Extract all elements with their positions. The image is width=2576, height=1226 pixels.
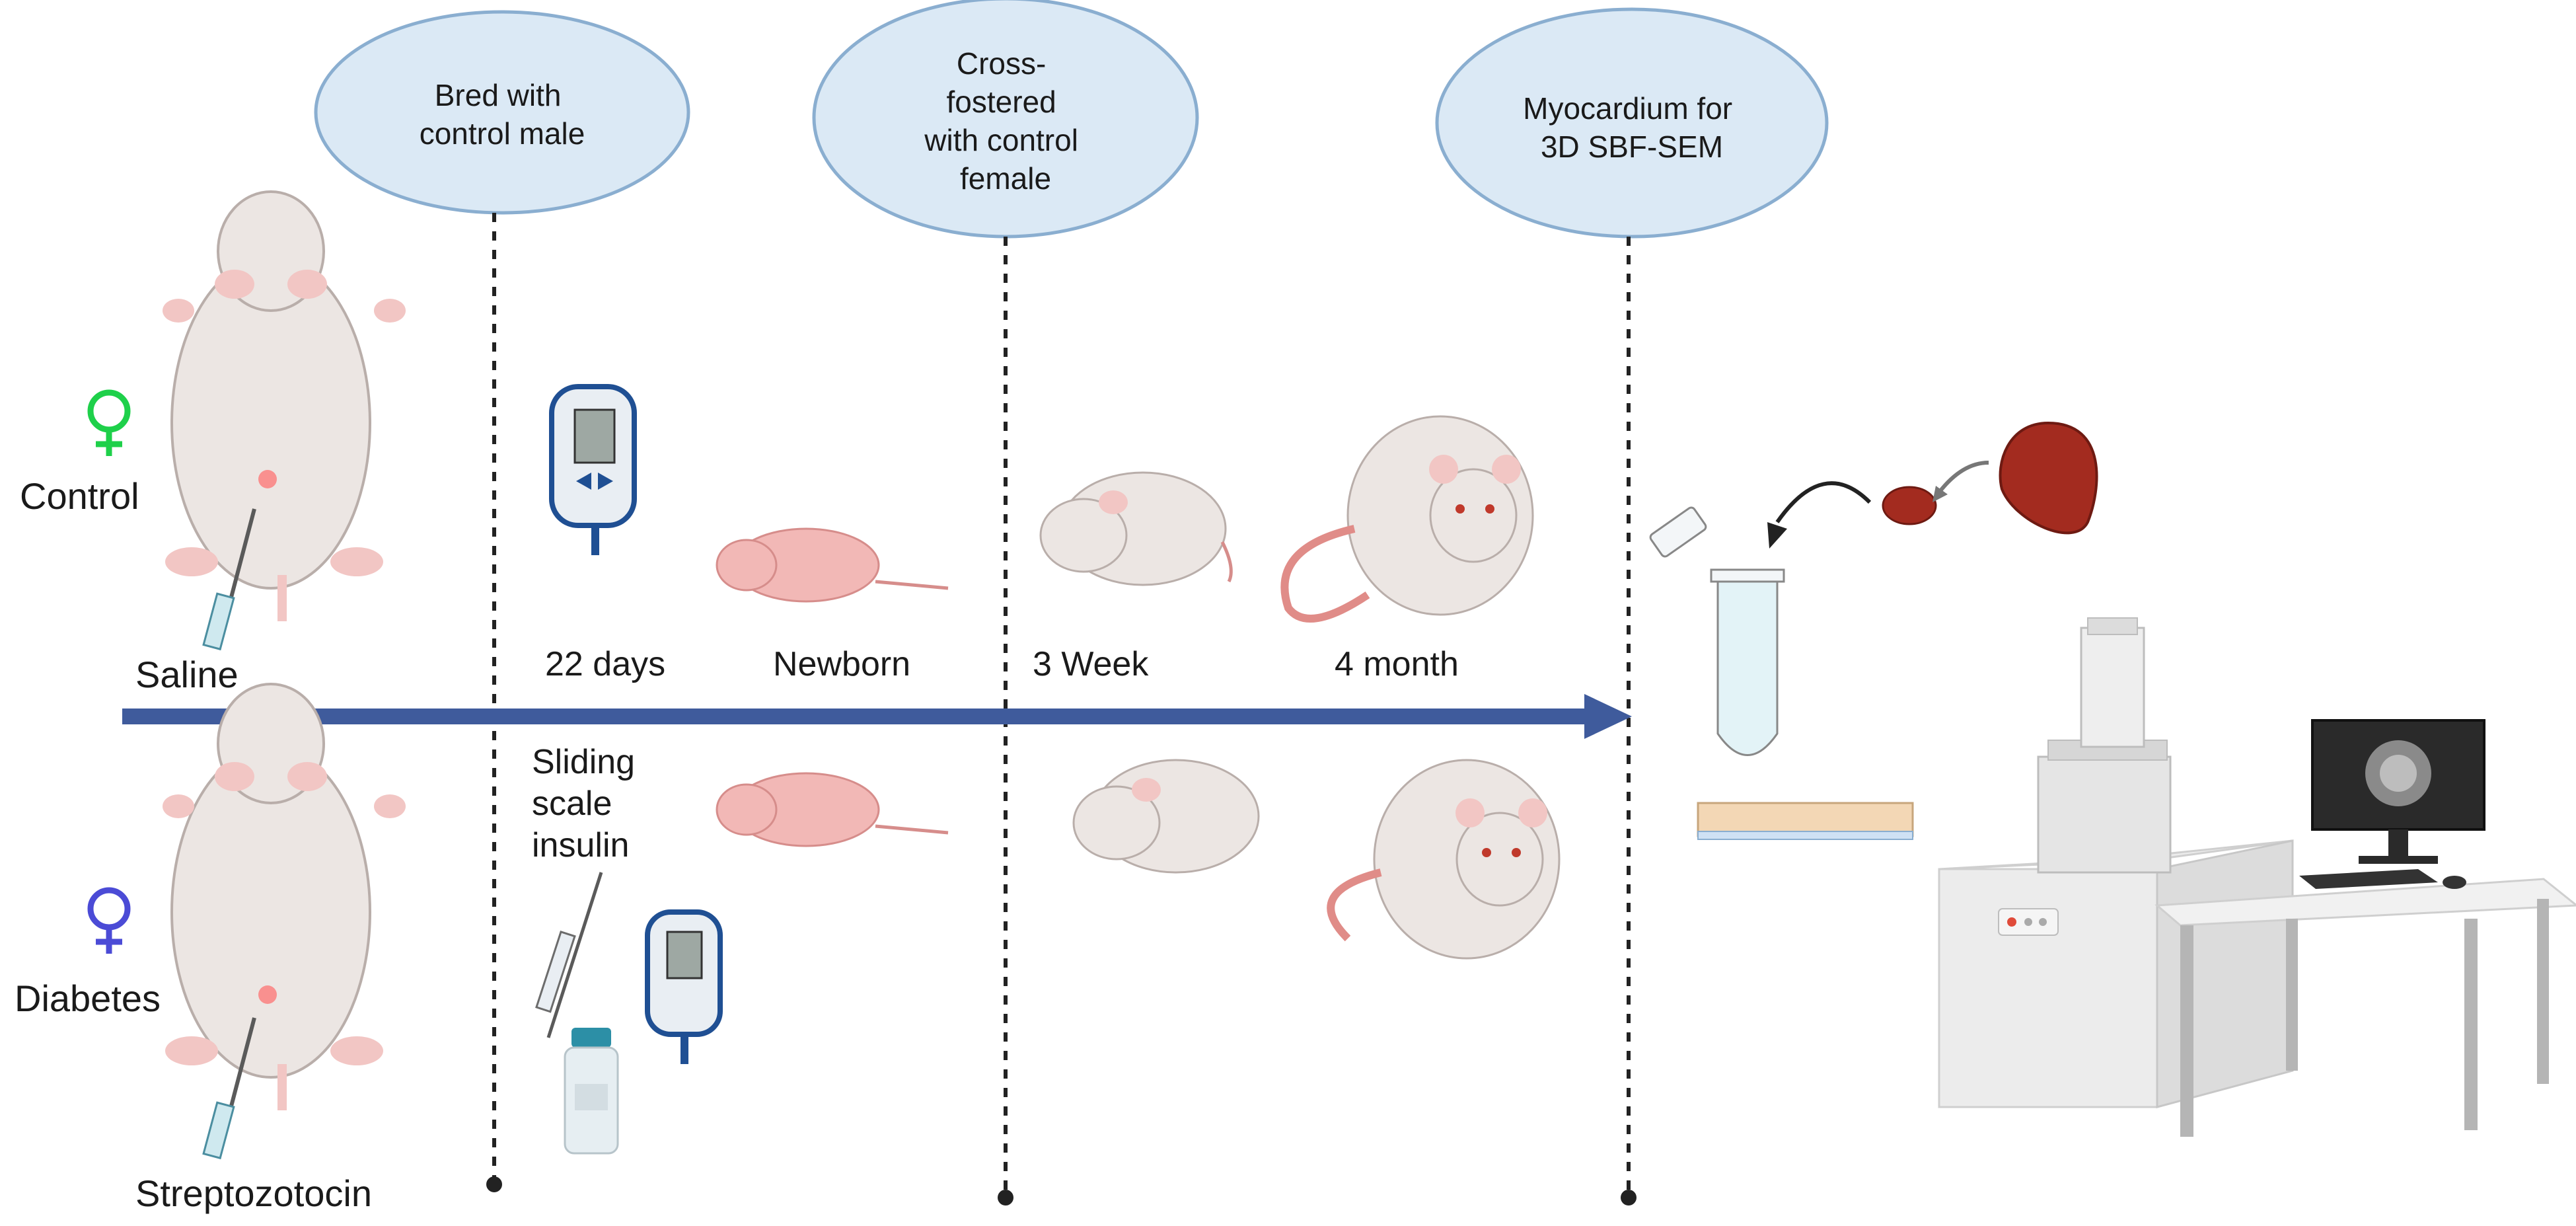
timeline-label-4-month: 4 month <box>1335 645 1459 683</box>
monitor-icon <box>2311 719 2485 864</box>
insulin-line-1: Sliding <box>532 743 635 781</box>
bubble-myocardium: Myocardium for 3D SBF-SEM <box>1435 7 1829 239</box>
arrow-heart-to-tissue <box>1937 461 1989 494</box>
group-label-diabetes: Diabetes <box>15 977 161 1019</box>
juvenile-rat-diabetes-icon <box>1072 759 1260 874</box>
bubble-cross-fostering: Cross- fostered with control female <box>812 0 1199 239</box>
tissue-sample-icon <box>1882 486 1937 525</box>
female-symbol-diabetes <box>87 887 131 954</box>
arrow-tissue-to-tube <box>1775 481 1872 523</box>
adult-rat-control-icon <box>163 190 406 651</box>
injection-label-saline: Saline <box>135 654 239 695</box>
svg-text:Myocardium for 3D SBF-SE: Myocardium for 3D SBF-SEM <box>1523 91 1741 164</box>
adult-rat-diabetes-icon <box>163 683 406 1160</box>
timeline-label-newborn: Newborn <box>773 645 910 683</box>
bubble-breeding-line-1: Bred with <box>435 78 562 112</box>
timepoint-line-myocardium <box>1621 237 1637 1206</box>
svg-text:Cross- fostered wi: Cross- fostered with control female <box>924 46 1086 196</box>
bubble-cross-line-3: with control <box>924 123 1078 157</box>
bubble-breeding-line-2: control male <box>420 116 585 151</box>
newborn-pup-diabetes-icon <box>716 772 949 847</box>
adult-rat-4month-control-icon <box>1280 415 1534 623</box>
newborn-pup-control-icon <box>716 527 949 603</box>
female-symbol-control <box>87 389 131 456</box>
insulin-treatment-label: Sliding scale insulin <box>532 743 645 864</box>
bubble-cross-line-4: female <box>960 161 1051 196</box>
embedded-block-icon <box>1697 802 1914 840</box>
timeline-label-22-days: 22 days <box>545 645 665 683</box>
insulin-line-3: insulin <box>532 826 629 864</box>
timeline-arrow <box>122 694 1632 739</box>
timepoint-line-breeding <box>486 213 502 1192</box>
bubble-cross-line-2: fostered <box>947 85 1056 119</box>
insulin-vial-icon <box>564 1028 619 1155</box>
injection-label-streptozotocin: Streptozotocin <box>135 1172 372 1214</box>
sem-microscope-icon <box>1938 617 2294 1108</box>
sample-tube-icon <box>1649 506 1785 756</box>
syringe-icon <box>535 872 603 1038</box>
glucometer-diabetes-icon <box>645 909 723 1064</box>
bubble-breeding: Bred with control male <box>314 10 690 215</box>
bubble-cross-line-1: Cross- <box>957 46 1046 81</box>
timeline-label-3-week: 3 Week <box>1033 645 1149 683</box>
glucometer-icon <box>549 384 637 555</box>
bubble-myo-line-2: 3D SBF-SEM <box>1541 130 1723 164</box>
group-label-control: Control <box>20 475 139 517</box>
svg-text:Bred with control male: Bred with control male <box>420 78 585 151</box>
mouse-icon <box>2443 876 2466 889</box>
heart-icon <box>1999 421 2098 535</box>
keyboard-icon <box>2299 869 2438 889</box>
arrowhead-tissue-to-tube <box>1767 522 1787 549</box>
timepoint-line-cross-fostering <box>998 237 1013 1206</box>
arrowhead-heart-to-tissue <box>1932 486 1948 502</box>
insulin-line-2: scale <box>532 785 612 823</box>
adult-rat-4month-diabetes-icon <box>1327 759 1561 960</box>
desk-icon <box>2154 878 2576 1137</box>
juvenile-rat-control-icon <box>1039 471 1233 586</box>
bubble-myo-line-1: Myocardium for <box>1523 91 1732 126</box>
